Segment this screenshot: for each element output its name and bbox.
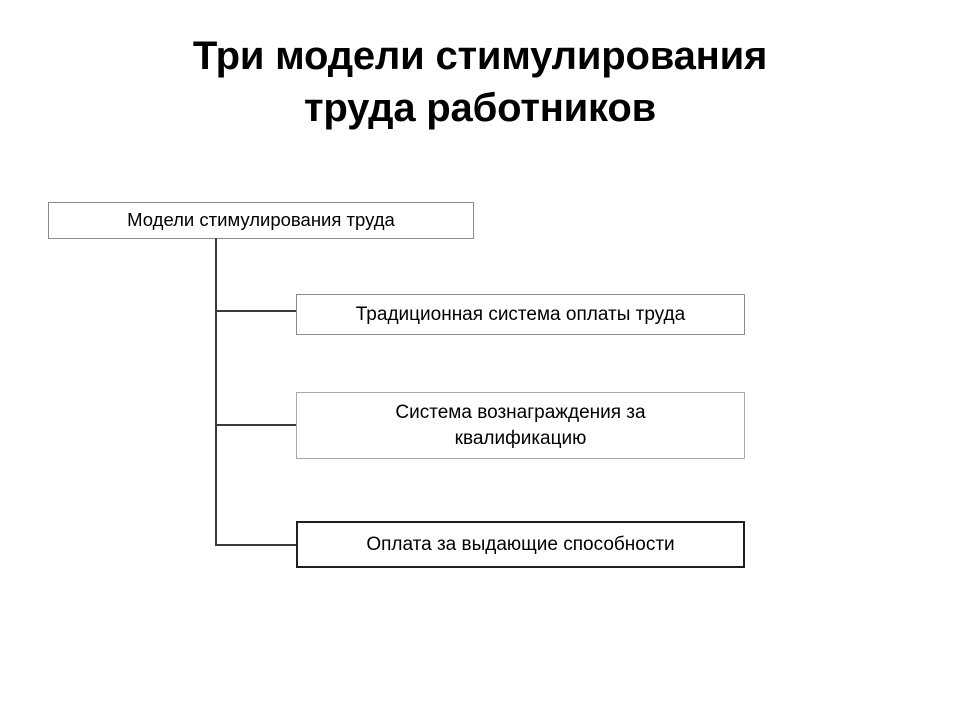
node-child-1-label: Традиционная система оплаты труда bbox=[355, 303, 686, 325]
connector-trunk-vertical bbox=[215, 238, 217, 546]
node-skill-based-reward-system[interactable]: Система вознаграждения за квалификацию bbox=[296, 392, 745, 459]
connector-branch-2 bbox=[215, 424, 297, 426]
node-child-2-label: Система вознаграждения за квалификацию bbox=[395, 402, 646, 449]
connector-branch-1 bbox=[215, 310, 297, 312]
connector-branch-3 bbox=[215, 544, 297, 546]
node-pay-for-outstanding-ability[interactable]: Оплата за выдающие способности bbox=[296, 521, 745, 568]
node-child-3-label: Оплата за выдающие способности bbox=[366, 533, 675, 555]
page-title: Три модели стимулирования труда работник… bbox=[192, 34, 768, 130]
node-root-models[interactable]: Модели стимулирования труда bbox=[48, 202, 474, 239]
node-root-label: Модели стимулирования труда bbox=[127, 209, 395, 231]
node-traditional-pay-system[interactable]: Традиционная система оплаты труда bbox=[296, 294, 745, 335]
